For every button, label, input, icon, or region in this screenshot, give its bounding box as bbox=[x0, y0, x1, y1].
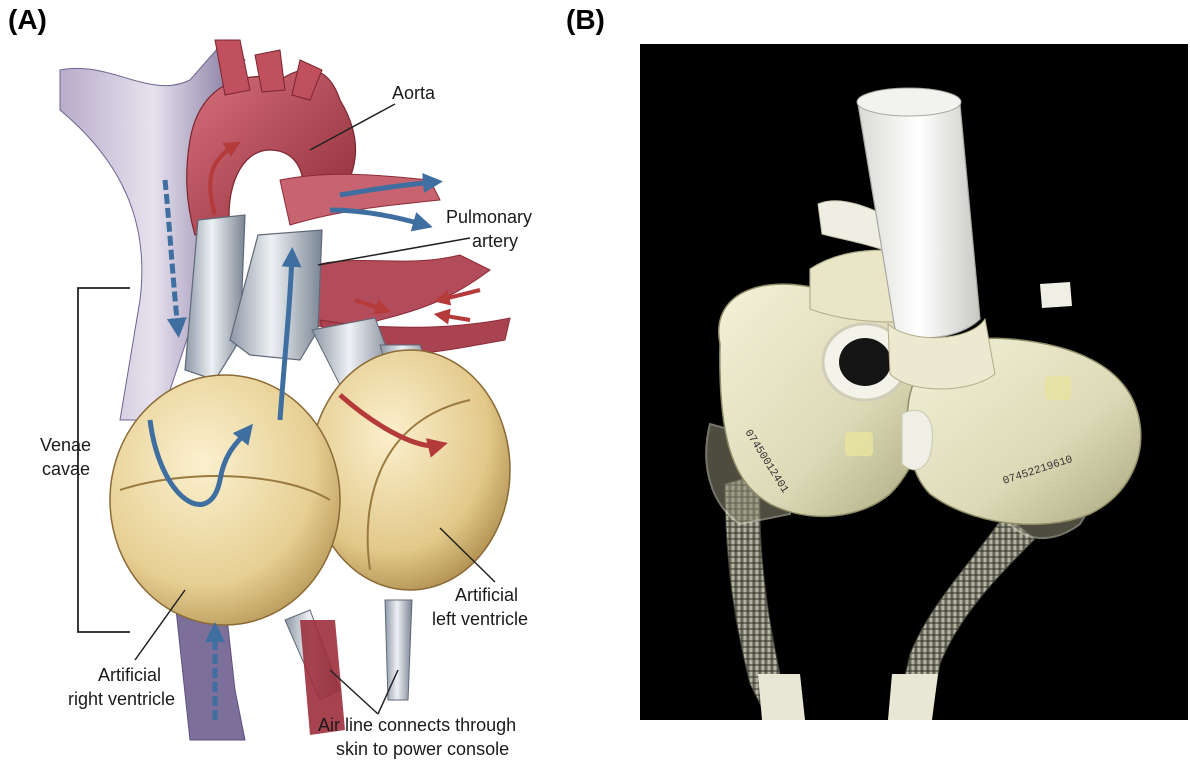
label-pulmonary-artery-line2: artery bbox=[472, 230, 518, 252]
label-right-ventricle-line1: Artificial bbox=[98, 664, 161, 686]
device-photo-svg: 07450012401 07452219610 bbox=[640, 44, 1188, 720]
label-air-line-line2: skin to power console bbox=[336, 738, 509, 760]
heart-diagram-svg bbox=[0, 0, 600, 765]
right-suture-pad bbox=[1045, 376, 1071, 400]
interventricular-connector bbox=[902, 410, 932, 469]
left-suture-pad bbox=[845, 432, 873, 456]
right-driveline-end bbox=[888, 674, 938, 720]
label-aorta: Aorta bbox=[392, 82, 435, 104]
outflow-graft-top bbox=[857, 88, 961, 116]
artificial-heart-illustration: Aorta Pulmonary artery Venae cavae Artif… bbox=[0, 0, 600, 765]
left-air-line bbox=[385, 600, 412, 700]
artificial-right-ventricle-shape bbox=[110, 375, 340, 625]
label-left-ventricle-line2: left ventricle bbox=[432, 608, 528, 630]
artificial-left-ventricle-shape bbox=[310, 350, 510, 590]
artificial-heart-photo: 07450012401 07452219610 bbox=[640, 44, 1188, 720]
label-air-line-line1: Air line connects through bbox=[318, 714, 516, 736]
label-venae-cavae-line2: cavae bbox=[42, 458, 90, 480]
right-cuff-tab bbox=[1040, 282, 1072, 308]
label-pulmonary-artery-line1: Pulmonary bbox=[446, 206, 532, 228]
left-inflow-opening bbox=[839, 338, 891, 386]
flow-arrow-pulmonary-vein-3 bbox=[440, 315, 470, 320]
label-right-ventricle-line2: right ventricle bbox=[68, 688, 175, 710]
left-driveline-end bbox=[758, 674, 805, 720]
aorta-branches bbox=[215, 40, 322, 100]
label-left-ventricle-line1: Artificial bbox=[455, 584, 518, 606]
flow-arrow-pulmonary-branch-2 bbox=[330, 210, 425, 225]
label-venae-cavae-line1: Venae bbox=[40, 434, 91, 456]
